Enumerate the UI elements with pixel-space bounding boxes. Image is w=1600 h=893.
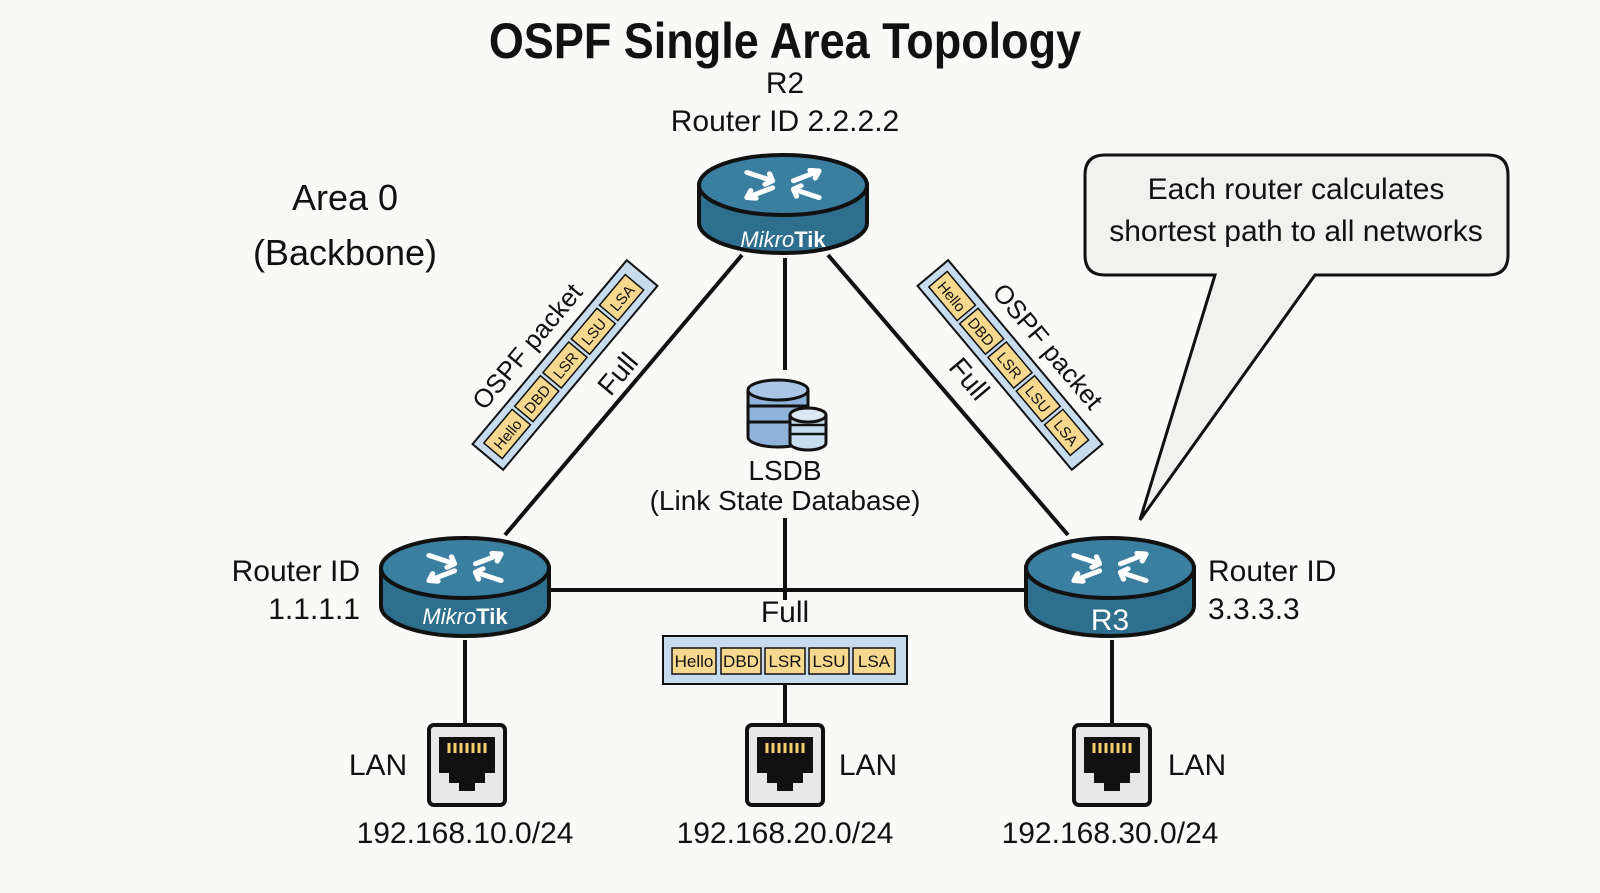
r1-router-id-value: 1.1.1.1 — [268, 593, 360, 626]
database-icon — [746, 378, 828, 452]
packet-type-hello: Hello — [675, 652, 714, 671]
r1-router-id-label: Router ID — [232, 555, 360, 588]
lan1-network: 192.168.10.0/24 — [357, 817, 574, 850]
callout-line2: shortest path to all networks — [1109, 215, 1483, 248]
lan3-label: LAN — [1168, 749, 1226, 782]
packet-type-dbd: DBD — [723, 652, 759, 671]
ospf-packet-left: Hello DBD LSR LSU LSA OSPF packet — [466, 258, 659, 472]
diagram-title: OSPF Single Area Topology — [489, 14, 1082, 70]
lan-port-3[interactable] — [1072, 723, 1152, 807]
r2-name-label: R2 — [766, 67, 804, 100]
packet-type-lsa: LSA — [858, 652, 891, 671]
link-state-r1-r3: Full — [761, 596, 809, 629]
packet-type-lsr: LSR — [768, 652, 801, 671]
router-r3[interactable]: R3 — [1024, 536, 1196, 638]
lan1-label: LAN — [349, 749, 407, 782]
ospf-packet-bottom: Hello DBD LSR LSU LSA — [662, 635, 908, 685]
lan-port-1[interactable] — [427, 723, 507, 807]
area-sublabel: (Backbone) — [253, 232, 437, 273]
lan2-label: LAN — [839, 749, 897, 782]
svg-text:MikroTik: MikroTik — [740, 227, 826, 252]
callout-bubble: Each router calculates shortest path to … — [1083, 153, 1510, 521]
r3-router-id-value: 3.3.3.3 — [1208, 593, 1300, 626]
router-r2[interactable]: MikroTik — [697, 153, 869, 255]
lsdb-label: LSDB — [748, 455, 821, 486]
ethernet-port-icon — [757, 737, 813, 791]
r3-badge: R3 — [1091, 604, 1129, 637]
r2-router-id-label: Router ID 2.2.2.2 — [671, 105, 899, 138]
router-brand-mikro: Mikro — [740, 227, 794, 252]
callout-line1: Each router calculates — [1148, 173, 1445, 206]
lsdb-sublabel: (Link State Database) — [650, 485, 921, 516]
lan3-network: 192.168.30.0/24 — [1002, 817, 1219, 850]
ethernet-port-icon — [1084, 737, 1140, 791]
ethernet-port-icon — [439, 737, 495, 791]
svg-text:MikroTik: MikroTik — [422, 604, 508, 629]
lan-port-2[interactable] — [745, 723, 825, 807]
router-brand-tik: Tik — [794, 227, 826, 252]
router-brand-tik: Tik — [476, 604, 508, 629]
packet-type-lsu: LSU — [812, 652, 845, 671]
router-r1[interactable]: MikroTik — [379, 536, 551, 638]
lan2-network: 192.168.20.0/24 — [677, 817, 894, 850]
area-label: Area 0 — [292, 177, 398, 218]
link-r2-r3 — [826, 253, 1070, 537]
link-r2-r1 — [503, 253, 744, 537]
r3-router-id-label: Router ID — [1208, 555, 1336, 588]
router-brand-mikro: Mikro — [422, 604, 476, 629]
